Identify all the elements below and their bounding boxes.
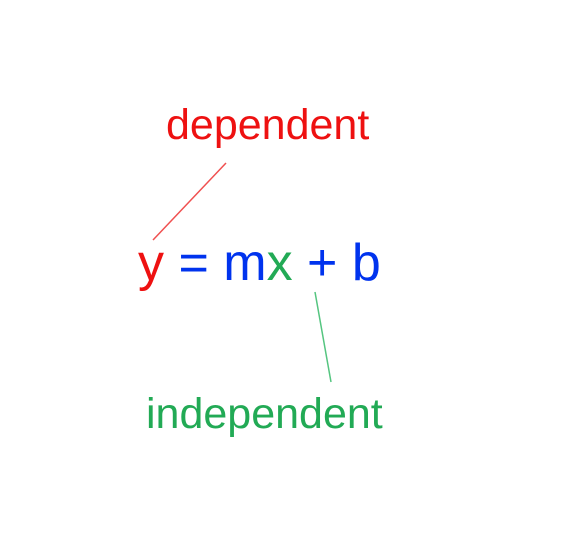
independent-label: independent	[146, 390, 383, 438]
equation-x: x	[266, 234, 293, 292]
dependent-leader-line	[152, 162, 227, 241]
equation-plus-b: + b	[292, 234, 381, 292]
equation-m: m	[223, 234, 267, 292]
dependent-label: dependent	[166, 101, 370, 149]
equation-equals: =	[164, 234, 224, 292]
equation-y: y	[138, 234, 164, 292]
independent-leader-line	[314, 291, 332, 383]
linear-equation: y = mx + b	[138, 237, 381, 289]
